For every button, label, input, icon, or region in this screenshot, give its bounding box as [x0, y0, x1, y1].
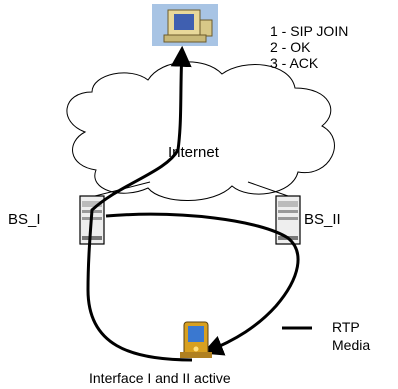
base-station-right-icon: [275, 195, 301, 245]
legend-media: Media: [332, 337, 370, 353]
desktop-computer-icon: [152, 4, 218, 46]
legend-rtp: RTP: [332, 319, 360, 335]
media-path: [105, 212, 300, 356]
internet-label: Internet: [168, 144, 220, 161]
bs-i-label: BS_I: [8, 211, 41, 228]
step-3: 3 - ACK: [270, 55, 319, 71]
signaling-path: [86, 45, 193, 362]
bs-ii-label: BS_II: [304, 211, 341, 228]
internet-cloud: [66, 61, 335, 201]
step-1: 1 - SIP JOIN: [270, 23, 348, 39]
pda-device-icon: [180, 321, 212, 358]
caption: Interface I and II active: [89, 370, 231, 386]
step-2: 2 - OK: [270, 39, 311, 55]
link-bs-ii: [247, 181, 289, 197]
